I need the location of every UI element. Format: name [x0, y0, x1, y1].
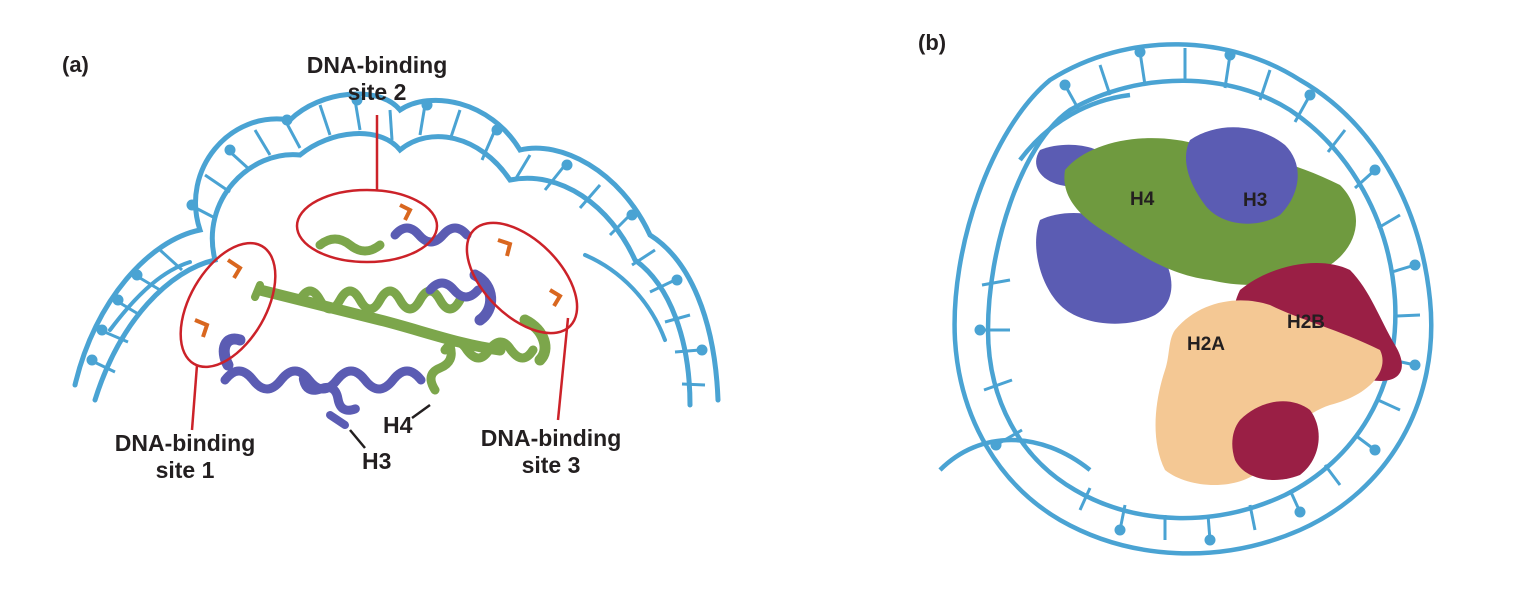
h4-leader	[411, 403, 431, 420]
dna-base-pairs	[86, 94, 708, 387]
binding-site-ellipses	[179, 188, 579, 369]
binding-site-3-line1: DNA-binding	[480, 425, 622, 451]
h4-label-b: H4	[1130, 189, 1155, 210]
h3-ribbon	[218, 223, 497, 429]
binding-site-3-ellipse	[465, 221, 579, 335]
h2a-surface	[1155, 300, 1383, 485]
h3-label-b: H3	[1243, 190, 1267, 211]
h4-ribbon	[251, 234, 551, 395]
binding-residues	[194, 203, 563, 338]
panel-b: (b)	[900, 0, 1522, 596]
leader-lines	[190, 115, 570, 449]
histone-dna-ribbon-diagram	[72, 91, 721, 449]
binding-site-1-line1: DNA-binding	[114, 430, 256, 456]
binding-site-2-line1: DNA-binding	[306, 52, 448, 78]
h3-surface-topright	[1185, 127, 1298, 224]
h2b-surface-lower	[1232, 401, 1319, 480]
site-1-leader	[190, 364, 199, 431]
panel-a: (a)	[0, 0, 760, 596]
h4-label-a: H4	[383, 412, 413, 438]
panel-b-letter: (b)	[918, 30, 947, 55]
binding-site-3-line2: site 3	[521, 452, 581, 478]
binding-site-1-label: DNA-binding site 1	[92, 430, 278, 484]
dna-base-pair-rungs	[974, 46, 1421, 546]
binding-site-1-ellipse	[179, 241, 277, 369]
h2a-label: H2A	[1187, 334, 1225, 355]
dna-double-helix	[72, 91, 721, 408]
binding-site-3-label: DNA-binding site 3	[458, 425, 644, 479]
nucleosome-surface-diagram: H4 H3 H2A H2B	[938, 42, 1434, 556]
binding-site-2-ellipse	[295, 188, 439, 264]
panel-a-letter: (a)	[62, 52, 89, 77]
site-3-leader	[556, 317, 570, 421]
binding-site-2-label: DNA-binding site 2	[284, 52, 470, 106]
h2b-label: H2B	[1287, 312, 1325, 333]
binding-site-2-line2: site 2	[347, 79, 407, 105]
h3-leader	[349, 429, 366, 449]
h3-label-a: H3	[362, 448, 392, 474]
binding-site-1-line2: site 1	[155, 457, 215, 483]
